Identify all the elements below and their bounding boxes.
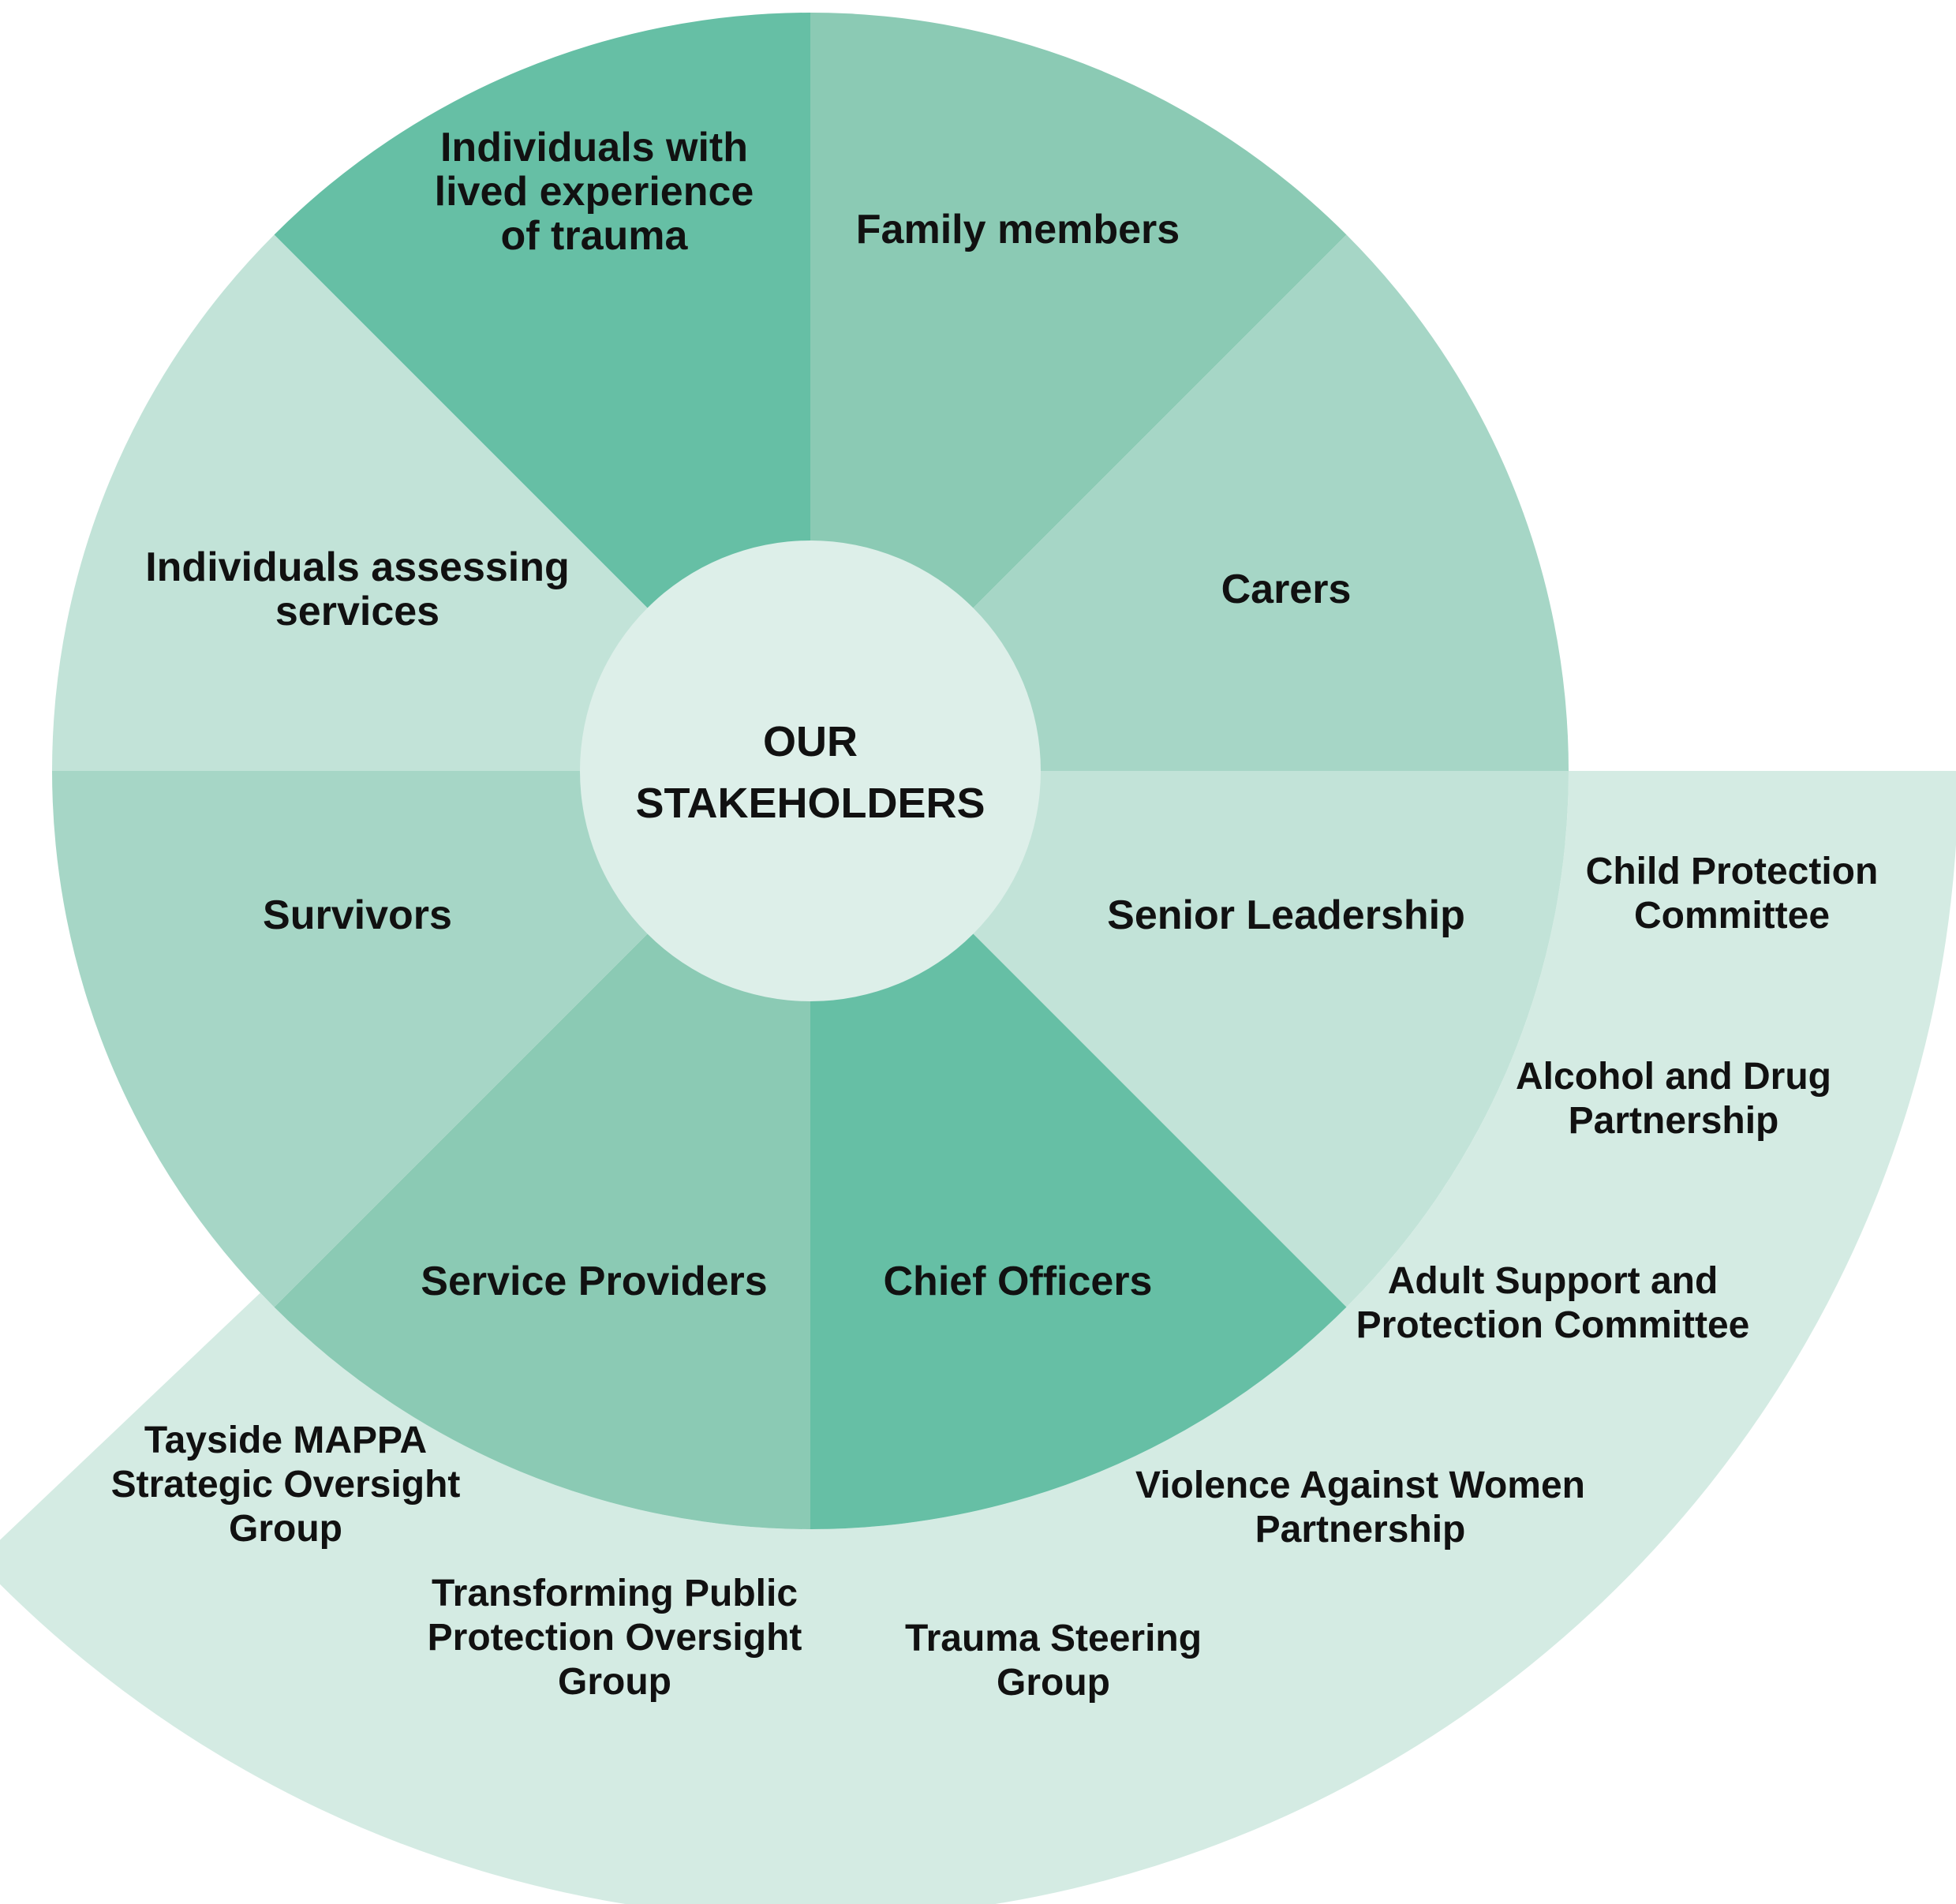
outer-label-adult-support-line-2: Protection Committee [1356, 1304, 1750, 1346]
outer-label-child-protection-line-2: Committee [1634, 895, 1830, 937]
outer-label-tayside-mappa-line-2: Strategic Oversight [111, 1464, 461, 1506]
segment-label-individuals-assessing-line-2: services [275, 589, 439, 634]
segment-label-family-members-line-1: Family members [856, 207, 1180, 252]
segment-label-lived-experience-line-1: Individuals with [440, 125, 748, 170]
outer-label-tayside-mappa-line-3: Group [229, 1508, 342, 1550]
outer-label-transforming-public-protection-line-1: Transforming Public [432, 1573, 798, 1614]
segment-lived-experience [274, 13, 810, 771]
center-circle [580, 541, 1041, 1001]
segment-individuals-assessing [52, 234, 810, 771]
outer-label-violence-against-women-line-2: Partnership [1255, 1509, 1466, 1551]
segment-label-carers-line-1: Carers [1221, 567, 1352, 612]
segment-family-members [810, 13, 1347, 771]
segment-label-lived-experience-line-3: of trauma [501, 213, 689, 259]
segment-label-survivors-line-1: Survivors [263, 892, 452, 938]
segment-label-individuals-assessing-line-1: Individuals assessing [145, 544, 570, 590]
segment-label-lived-experience-line-2: lived experience [435, 169, 754, 215]
outer-label-transforming-public-protection-line-3: Group [558, 1661, 671, 1703]
outer-label-child-protection-line-1: Child Protection [1586, 851, 1879, 892]
segment-label-service-providers-line-1: Service Providers [421, 1259, 767, 1304]
center-title-line1: OUR [763, 718, 858, 765]
outer-label-trauma-steering-line-2: Group [997, 1662, 1110, 1704]
outer-label-violence-against-women-line-1: Violence Against Women [1135, 1464, 1585, 1506]
center-title-line2: STAKEHOLDERS [635, 780, 985, 827]
segment-label-senior-leadership-line-1: Senior Leadership [1107, 892, 1465, 938]
segment-survivors [52, 771, 810, 1307]
outer-label-alcohol-drug-line-1: Alcohol and Drug [1516, 1056, 1831, 1098]
outer-label-trauma-steering-line-1: Trauma Steering [905, 1618, 1202, 1659]
outer-label-transforming-public-protection-line-2: Protection Oversight [428, 1617, 802, 1659]
outer-label-alcohol-drug-line-2: Partnership [1569, 1100, 1779, 1142]
outer-label-tayside-mappa-line-1: Tayside MAPPA [144, 1420, 427, 1461]
segments-layer [52, 13, 1569, 1529]
segment-service-providers [274, 771, 810, 1529]
segment-label-chief-officers-line-1: Chief Officers [884, 1259, 1153, 1304]
outer-label-adult-support-line-1: Adult Support and [1388, 1260, 1719, 1302]
segment-senior-leadership [810, 771, 1569, 1307]
segment-chief-officers [810, 771, 1347, 1529]
segment-carers [810, 234, 1569, 771]
outer-band [0, 771, 1956, 1904]
